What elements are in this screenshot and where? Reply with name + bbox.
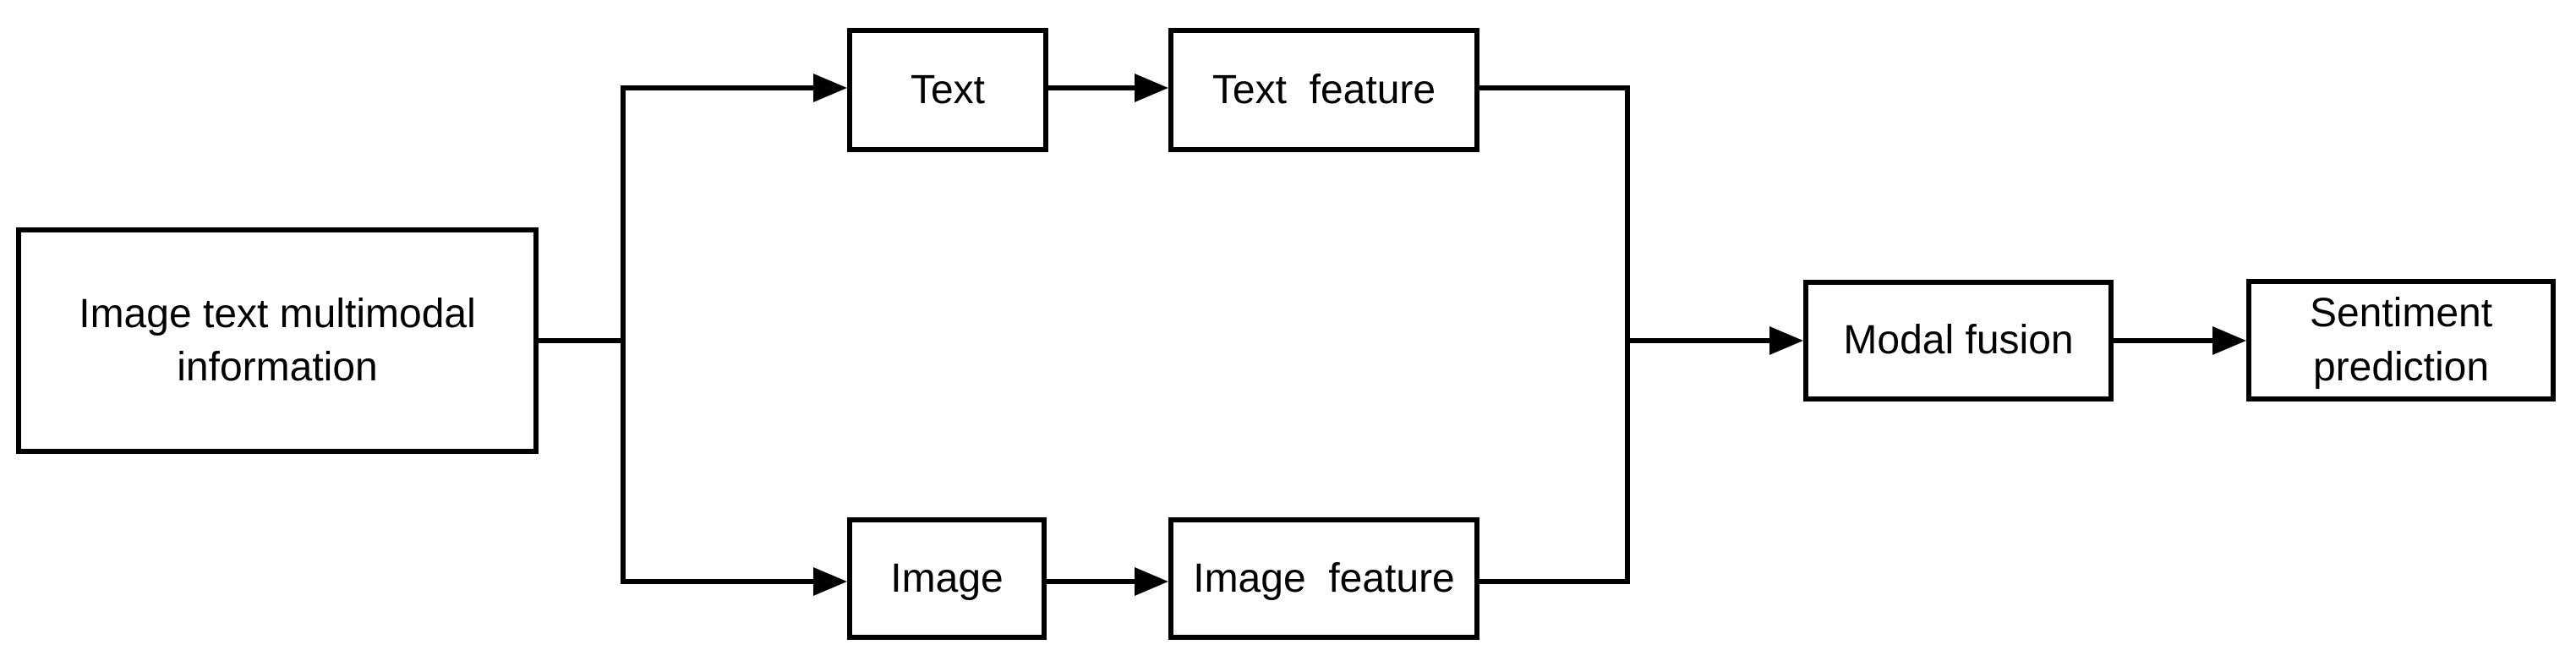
node-image-feature: Image feature — [1168, 517, 1479, 640]
arrowhead-into-modal-fusion-icon — [1769, 326, 1803, 355]
node-image-feature-label: Image feature — [1193, 555, 1455, 601]
edge-text-feature-to-merge-line — [1479, 85, 1630, 90]
arrowhead-into-image-icon — [813, 567, 847, 596]
node-text: Text — [847, 28, 1048, 152]
node-multimodal-info: Image text multimodal information — [16, 227, 539, 454]
edge-branch-to-image-line — [621, 579, 813, 584]
node-text-feature: Text feature — [1168, 28, 1479, 152]
arrowhead-into-text-feature-icon — [1135, 74, 1168, 102]
edge-merge-to-modal-fusion-line — [1625, 338, 1769, 343]
node-text-label: Text — [910, 67, 986, 112]
arrowhead-into-sentiment-icon — [2212, 326, 2246, 355]
arrowhead-into-image-feature-icon — [1135, 567, 1168, 596]
edge-info-to-branch-line — [539, 338, 626, 343]
node-modal-fusion: Modal fusion — [1803, 280, 2114, 402]
branch-vertical-line — [621, 85, 626, 584]
node-image-label: Image — [890, 555, 1004, 601]
edge-text-to-text-feature-line — [1048, 85, 1135, 90]
node-text-feature-label: Text feature — [1211, 67, 1436, 112]
edge-image-feature-to-merge-line — [1479, 579, 1630, 584]
node-sentiment-prediction: Sentiment prediction — [2246, 279, 2556, 402]
edge-branch-to-text-line — [621, 85, 813, 90]
node-multimodal-info-label: Image text multimodal information — [79, 291, 488, 390]
merge-vertical-line — [1625, 85, 1630, 584]
edge-modal-fusion-to-sentiment-line — [2114, 338, 2212, 343]
node-modal-fusion-label: Modal fusion — [1843, 318, 2074, 363]
node-sentiment-prediction-label: Sentiment prediction — [2309, 291, 2504, 390]
edge-image-to-image-feature-line — [1047, 579, 1135, 584]
node-image: Image — [847, 517, 1047, 640]
arrowhead-into-text-icon — [813, 74, 847, 102]
